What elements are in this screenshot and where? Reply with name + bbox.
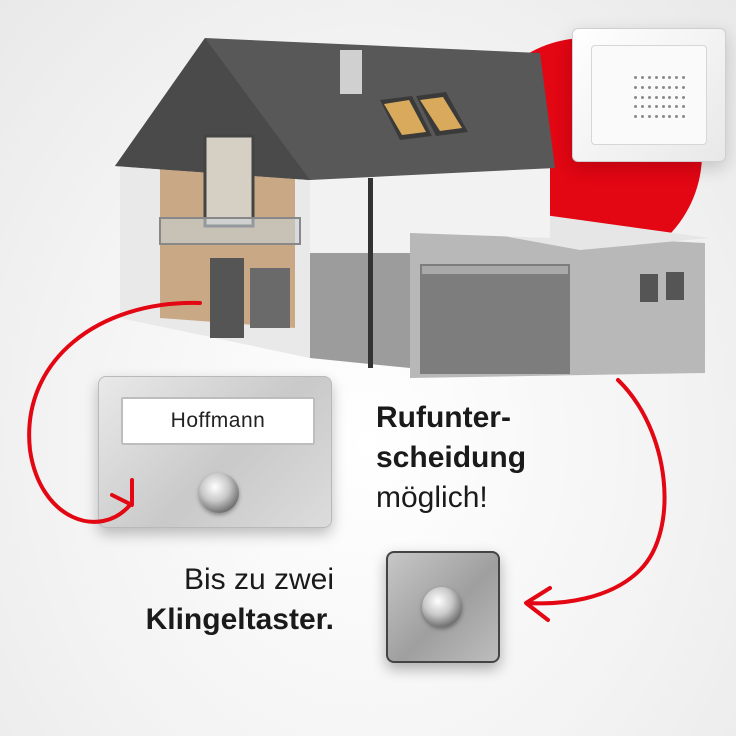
house-illustration (115, 38, 710, 378)
front-door (210, 258, 244, 338)
caption-call-distinction: Rufunter- scheidung möglich! (376, 398, 526, 518)
arrow-right (526, 378, 667, 606)
doorbell-button-icon[interactable] (199, 473, 239, 513)
caption-right-line1: Rufunter- (376, 401, 511, 434)
speaker-grille-icon (634, 76, 686, 122)
caption-right-line2: scheidung (376, 441, 527, 474)
caption-left-line1: Bis zu zwei (183, 563, 334, 596)
caption-left-line2: Klingeltaster. (145, 603, 334, 636)
nameplate-bell-panel: Hoffmann (98, 376, 332, 528)
caption-right-line3: möglich! (376, 481, 488, 514)
nameplate-label: Hoffmann (121, 397, 315, 445)
balcony-railing (159, 217, 301, 245)
doorbell-button-icon[interactable] (422, 587, 462, 627)
caption-two-buttons: Bis zu zwei Klingeltaster. (118, 560, 334, 640)
chime-unit (572, 28, 726, 162)
square-bell-panel (386, 551, 500, 663)
garage-door (420, 264, 570, 374)
chimney (340, 50, 362, 94)
upper-window (203, 134, 255, 228)
